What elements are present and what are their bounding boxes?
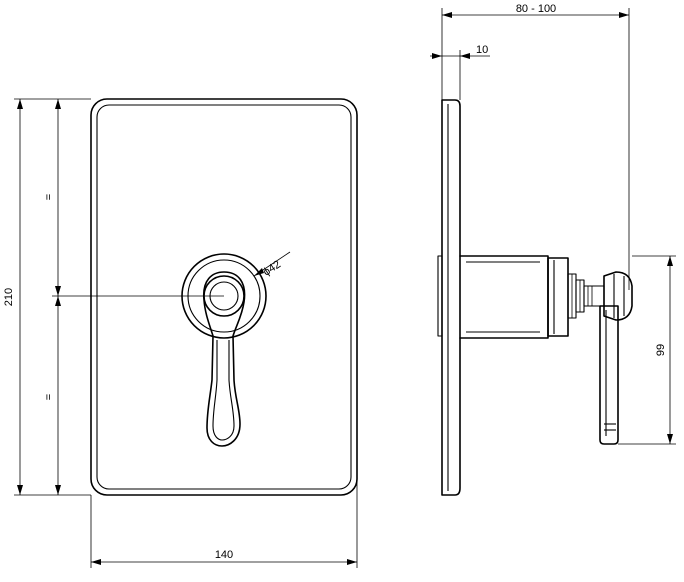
depth-label: 80 - 100 bbox=[516, 3, 556, 15]
side-knob bbox=[603, 271, 633, 321]
side-threaded-stem bbox=[567, 273, 605, 319]
depth-arrow-right bbox=[619, 12, 629, 18]
depth-dimension: 80 - 100 bbox=[441, 3, 630, 290]
thickness-dimension: 10 bbox=[430, 44, 490, 100]
diameter-arrow bbox=[254, 268, 264, 276]
width-arrow-right bbox=[347, 559, 357, 565]
depth-arrow-left bbox=[442, 12, 452, 18]
half-arrow-mid-down bbox=[55, 296, 61, 306]
height-arrow-bottom bbox=[17, 485, 23, 495]
height-dimension: 210 = = bbox=[3, 98, 91, 496]
half-arrow-mid-up bbox=[55, 286, 61, 296]
half-arrow-top bbox=[55, 99, 61, 109]
side-plate-profile bbox=[441, 99, 461, 496]
cover-plate-outline bbox=[90, 98, 358, 496]
side-cap-flange bbox=[547, 257, 569, 337]
lever-height-dimension: 99 bbox=[618, 255, 676, 445]
lever-arrow-top bbox=[667, 256, 673, 266]
lower-equal-label: = bbox=[43, 394, 55, 400]
lever-height-label: 99 bbox=[655, 344, 667, 356]
front-view: ϕ42 bbox=[52, 98, 358, 496]
width-label: 140 bbox=[215, 549, 233, 561]
width-arrow-left bbox=[91, 559, 101, 565]
side-lever-profile bbox=[599, 305, 619, 445]
lever-arrow-bottom bbox=[667, 434, 673, 444]
side-escutcheon-body bbox=[459, 255, 549, 339]
diameter-label: ϕ42 bbox=[261, 258, 283, 278]
lever-handle-inner-edge bbox=[212, 340, 235, 441]
thickness-label: 10 bbox=[476, 44, 488, 56]
height-label: 210 bbox=[3, 288, 15, 306]
cover-plate-inner-edge bbox=[96, 104, 352, 490]
thickness-arrow-left bbox=[432, 53, 442, 59]
lever-handle bbox=[202, 271, 246, 447]
side-wall-box bbox=[437, 255, 443, 337]
height-arrow-top bbox=[17, 99, 23, 109]
thickness-arrow-right bbox=[460, 53, 470, 59]
upper-equal-label: = bbox=[43, 194, 55, 200]
side-view bbox=[437, 99, 633, 496]
width-dimension: 140 bbox=[90, 120, 358, 568]
half-arrow-bottom bbox=[55, 485, 61, 495]
